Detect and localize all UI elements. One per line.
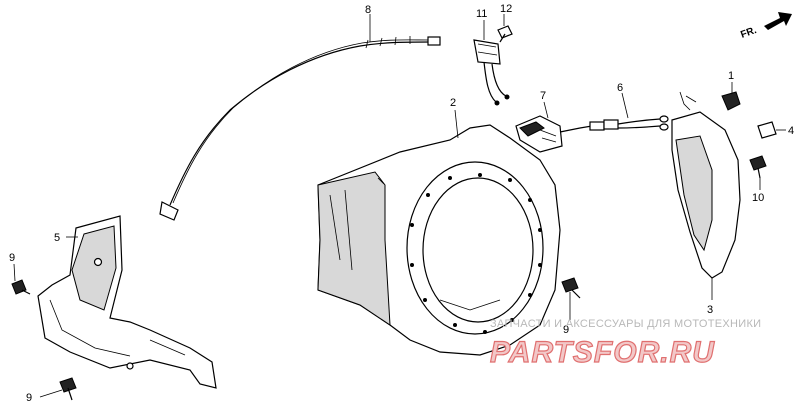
part-bolt-9-bottom: 9 <box>26 377 77 404</box>
cable-clip <box>159 201 179 221</box>
watermark-tagline: ЗАПЧАСТИ И АКСЕССУАРЫ ДЛЯ МОТОТЕХНИКИ <box>490 318 761 330</box>
cable-end-fitting <box>427 36 441 46</box>
callout-1: 1 <box>728 70 734 82</box>
part-cable: 8 <box>159 4 441 221</box>
callout-11: 11 <box>476 8 487 20</box>
part-bracket-5: 5 <box>37 215 217 389</box>
callout-8: 8 <box>365 4 371 16</box>
callout-12: 12 <box>500 3 512 15</box>
part-bolt-9-left: 9 <box>9 252 31 295</box>
callout-10: 10 <box>752 192 764 204</box>
front-direction-indicator: FR. <box>739 12 792 41</box>
part-fan-cover-2: 2 <box>317 97 561 356</box>
callout-6: 6 <box>617 82 623 94</box>
front-arrow-icon <box>764 12 792 30</box>
callout-9-left: 9 <box>9 252 15 264</box>
part-wire-6: 6 <box>603 82 669 131</box>
callout-9-bottom: 9 <box>26 392 32 404</box>
part-screw-12: 12 <box>497 3 513 43</box>
callout-7: 7 <box>540 90 546 102</box>
front-label: FR. <box>739 25 758 41</box>
watermark: ЗАПЧАСТИ И АКСЕССУАРЫ ДЛЯ МОТОТЕХНИКИ PA… <box>489 318 761 370</box>
watermark-brand: PARTSFOR.RU <box>490 336 715 369</box>
callout-5: 5 <box>54 232 60 244</box>
callout-4: 4 <box>788 125 794 137</box>
part-grommet-1: 1 <box>721 70 741 111</box>
part-switch-7: 7 <box>515 90 605 153</box>
part-bolt-9-center: 9 <box>561 277 581 336</box>
callout-9-center: 9 <box>563 324 569 336</box>
callout-2: 2 <box>450 97 456 109</box>
part-baffle-3: 3 <box>671 91 741 316</box>
part-connector-11: 11 <box>473 8 510 106</box>
part-clip-4: 4 <box>757 121 794 139</box>
callout-3: 3 <box>707 304 713 316</box>
part-bolt-10: 10 <box>749 155 767 204</box>
